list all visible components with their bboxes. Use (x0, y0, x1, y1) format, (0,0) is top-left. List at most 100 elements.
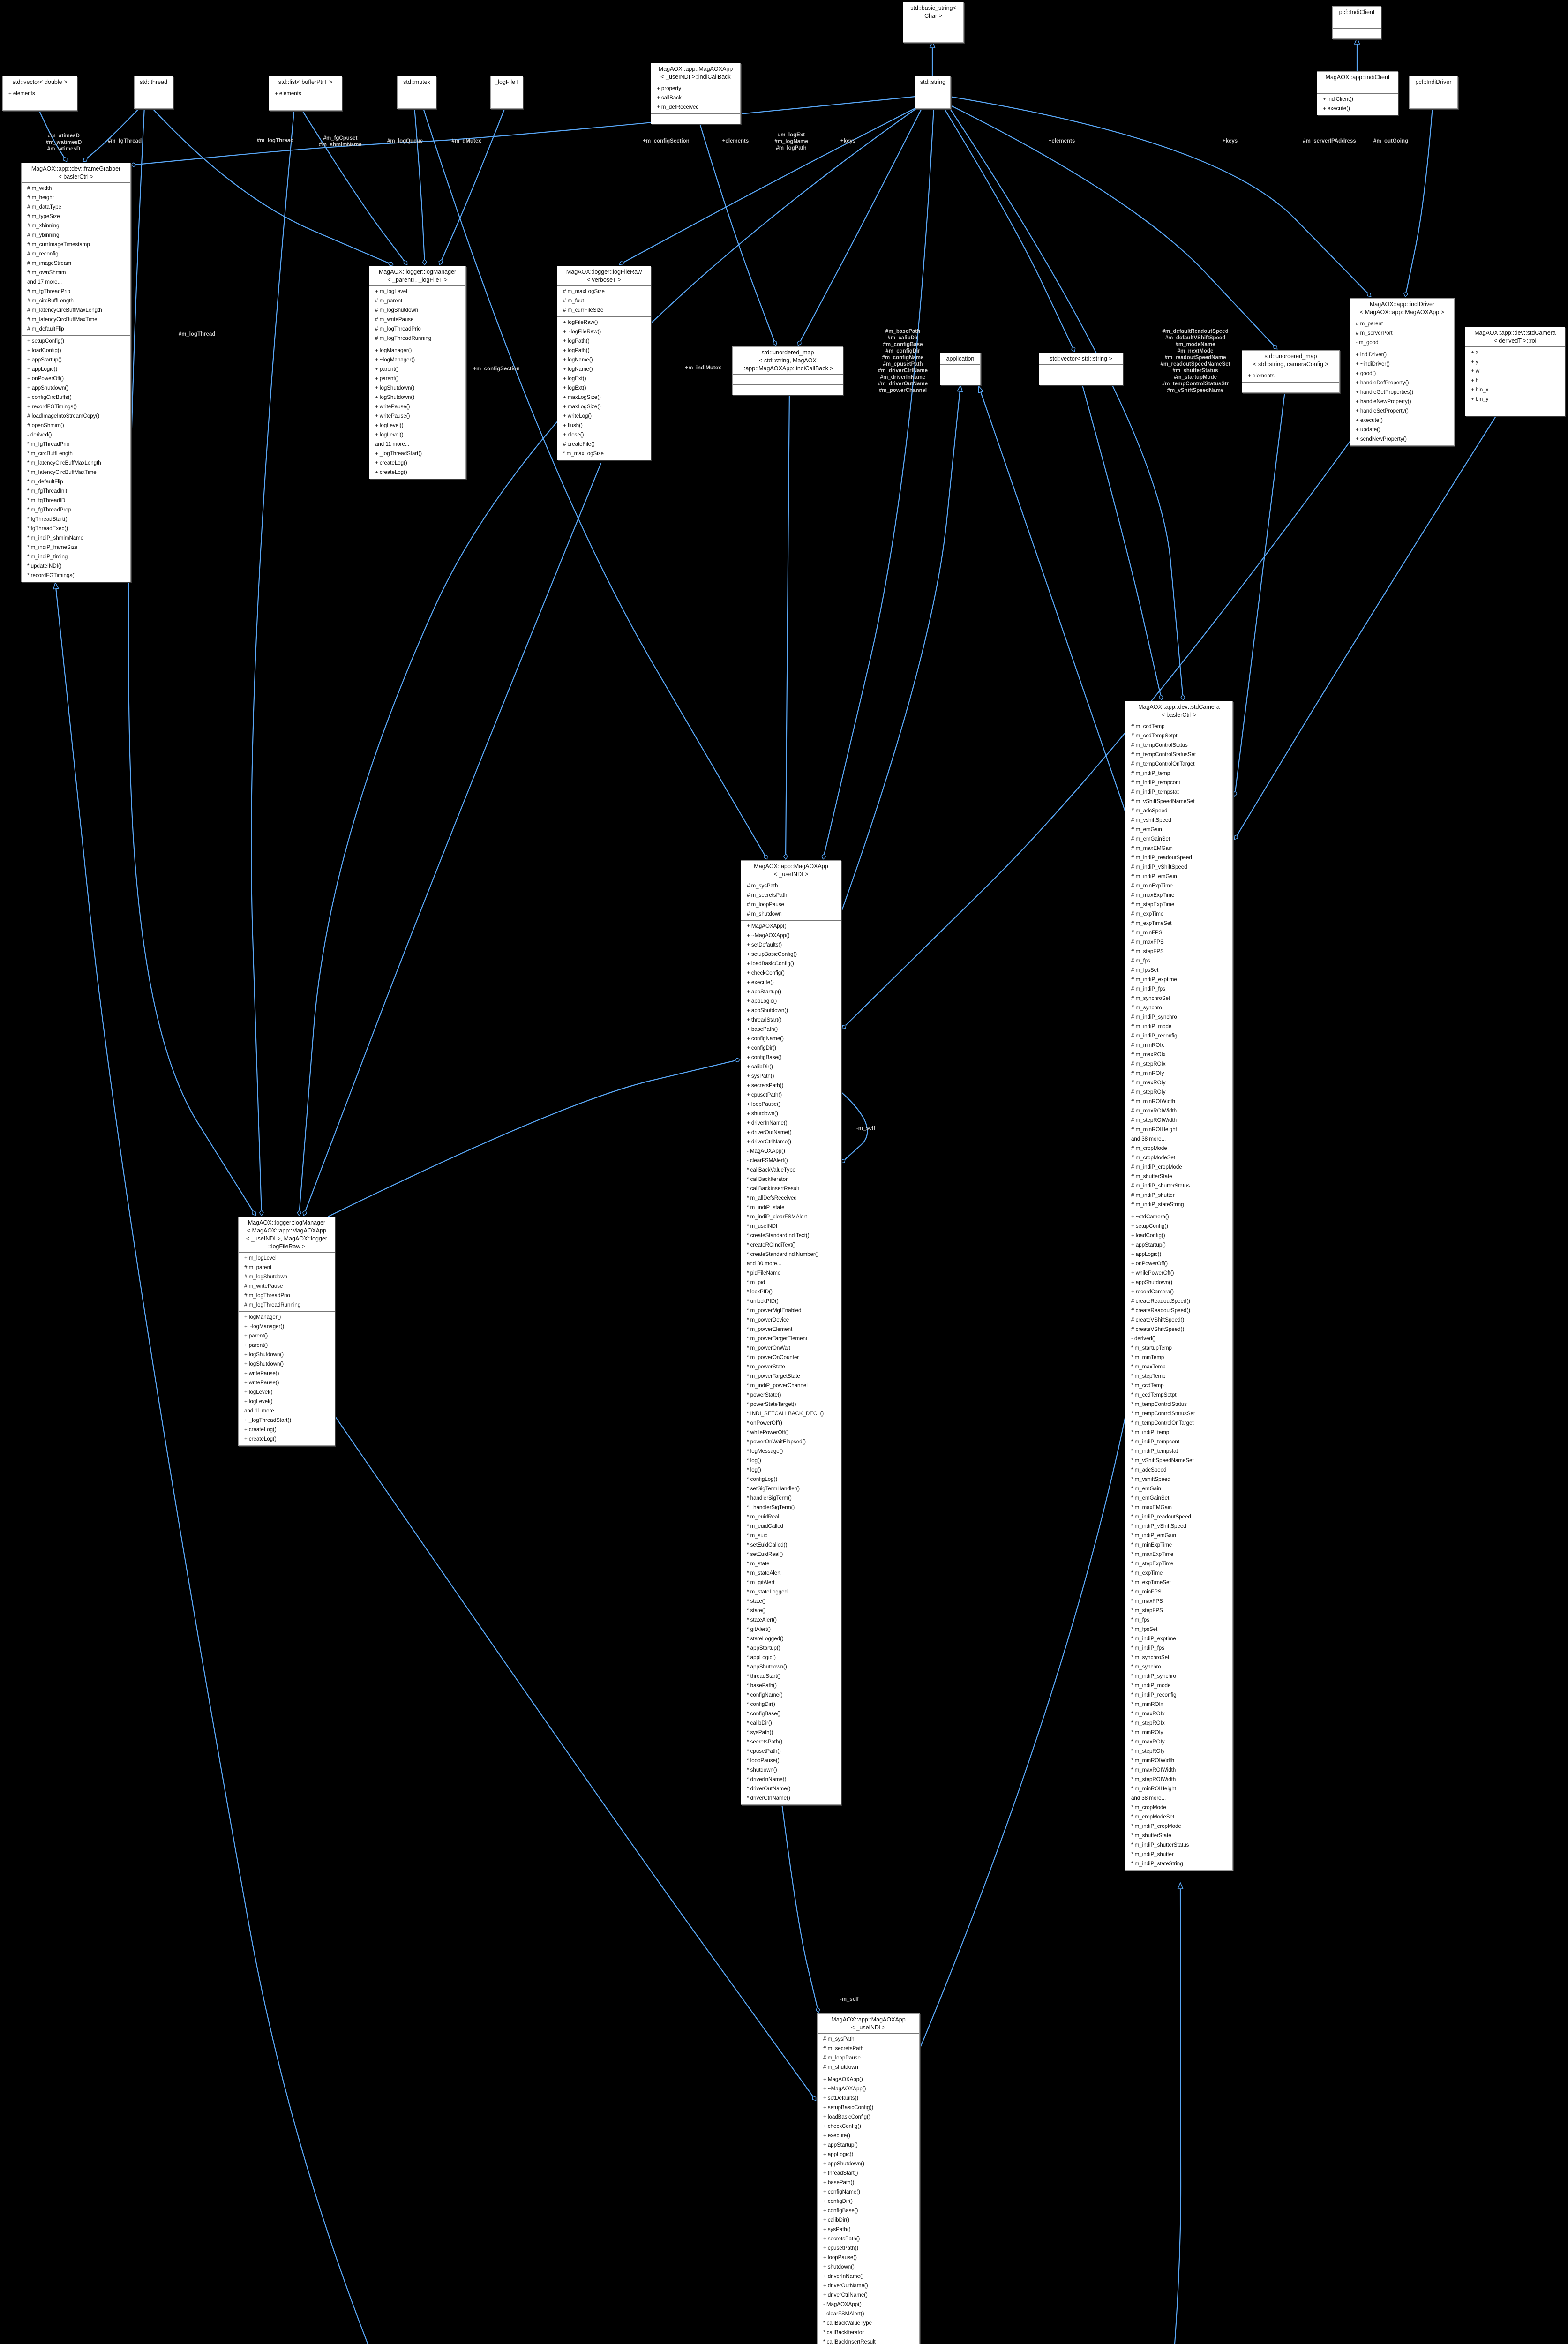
member-row: * INDI_SETCALLBACK_DECL() (747, 1411, 824, 1417)
class-node-vec-string[interactable]: std::vector< std::string > (1039, 353, 1123, 385)
class-title-list-bufferptr: std::list< bufferPtrT > (278, 79, 333, 85)
member-row: * driverOutName() (747, 1786, 791, 1792)
member-row: + callBack (657, 95, 682, 101)
class-node-app-indiclient[interactable]: MagAOX::app::indiClient+ indiClient()+ e… (1317, 71, 1398, 115)
member-row: + writePause() (244, 1380, 279, 1386)
class-node-pcf-indiclient[interactable]: pcf::IndiClient (1332, 6, 1381, 39)
member-row: + shutdown() (823, 2264, 855, 2270)
member-row: + appStartup() (823, 2142, 858, 2148)
class-node-basic-string[interactable]: std::basic_string< Char > (903, 2, 964, 43)
member-row: # m_indiP_tempcont (1131, 780, 1180, 786)
member-row: # m_minROIHeight (1131, 1127, 1177, 1133)
member-row: * m_euidCalled (747, 1524, 783, 1529)
member-row: # m_secretsPath (823, 2046, 864, 2051)
member-row: * calibDir() (747, 1720, 772, 1726)
class-node-std-thread[interactable]: std::thread (134, 76, 173, 109)
class-section-umap-cameraconfig-1 (1242, 382, 1339, 392)
member-row: # m_circBuffLength (27, 298, 74, 304)
edge-label-0: #m_atimesD #m_watimesD #m_wtimesD (45, 133, 82, 152)
member-row: + configCircBuffs() (27, 395, 72, 400)
member-row: * m_indiP_timing (27, 554, 68, 560)
class-node-pcf-indidriver[interactable]: pcf::IndiDriver (1409, 76, 1458, 109)
member-row: + logExt() (563, 376, 586, 382)
member-row: # m_indiP_reconfig (1131, 1033, 1178, 1039)
member-row: + handleSetProperty() (1356, 408, 1409, 414)
class-section-basic-string-0 (903, 22, 963, 32)
class-section-vec-double-1 (3, 100, 77, 110)
member-row: * appShutdown() (747, 1664, 787, 1670)
member-row: * m_indiP_clearFSMAlert (747, 1214, 807, 1220)
aggregation-edge-4 (300, 106, 407, 264)
class-section-vec-double-0: + elements (3, 88, 77, 100)
member-row: * m_indiP_stateString (1131, 1861, 1183, 1867)
member-row: * m_indiP_state (747, 1205, 785, 1210)
edge-label-2: #m_logThread (256, 138, 294, 143)
member-row: # m_minROIWidth (1131, 1099, 1175, 1104)
class-node-logfileraw[interactable]: MagAOX::logger::logFileRaw < verboseT >#… (557, 266, 651, 460)
aggregation-edge-28 (842, 438, 1352, 1029)
member-row: * m_stepROIy (1131, 1749, 1165, 1754)
member-row: * m_stateLogged (747, 1589, 788, 1595)
member-row: + ~logManager() (244, 1324, 285, 1330)
member-row: + setupBasicConfig() (747, 952, 797, 957)
member-row: * m_expTime (1131, 1570, 1163, 1576)
member-row: + logLevel() (375, 432, 404, 438)
class-title-umap-cameraconfig: std::unordered_map < std::string, camera… (1253, 353, 1328, 368)
class-node-logfilet[interactable]: _logFileT (490, 76, 523, 109)
class-node-framegrabber[interactable]: MagAOX::app::dev::frameGrabber < baslerC… (21, 163, 131, 582)
member-row: * m_indiP_readoutSpeed (1131, 1514, 1191, 1520)
member-row: + h (1471, 378, 1479, 383)
aggregation-edge-15 (948, 106, 1183, 699)
class-node-stdcamera[interactable]: MagAOX::app::dev::stdCamera < baslerCtrl… (1125, 701, 1233, 1871)
member-row: * m_maxROIy (1131, 1739, 1165, 1745)
member-row: # createVShiftSpeed() (1131, 1327, 1185, 1332)
class-node-logmanager-inst[interactable]: MagAOX::logger::logManager < MagAOX::app… (238, 1217, 335, 1446)
class-node-stdcamera-roi[interactable]: MagAOX::app::dev::stdCamera < derivedT >… (1465, 327, 1565, 416)
member-row: # m_indiP_exptime (1131, 977, 1177, 983)
member-row: + logFileRaw() (563, 320, 598, 325)
class-section-pcf-indiclient-1 (1333, 28, 1381, 38)
member-row: * m_useINDI (747, 1224, 778, 1229)
member-row: + setupConfig() (1131, 1224, 1168, 1229)
member-row: * m_indiP_shutter (1131, 1852, 1174, 1857)
member-row: # m_synchro (1131, 1005, 1162, 1011)
class-node-umap-cameraconfig[interactable]: std::unordered_map < std::string, camera… (1242, 350, 1340, 393)
member-row: + maxLogSize() (563, 404, 601, 410)
aggregation-edge-2 (150, 106, 393, 265)
member-row: + createLog() (244, 1427, 277, 1433)
member-row: + logManager() (375, 348, 412, 353)
class-node-list-bufferptr[interactable]: std::list< bufferPtrT >+ elements (269, 76, 342, 111)
class-title-vec-string: std::vector< std::string > (1050, 355, 1112, 362)
member-row: + bin_x (1471, 387, 1489, 393)
member-row: * m_tempControlStatusSet (1131, 1411, 1195, 1417)
member-row: + property (657, 86, 682, 91)
class-node-application[interactable]: application (940, 353, 981, 385)
class-section-pcf-indidriver-1 (1410, 98, 1457, 108)
member-row: + configName() (823, 2189, 860, 2195)
member-row: # m_stepROIy (1131, 1089, 1166, 1095)
member-row: # m_emGain (1131, 827, 1162, 833)
class-node-logmanager-generic[interactable]: MagAOX::logger::logManager < _parentT, _… (369, 266, 466, 479)
class-node-indidriver[interactable]: MagAOX::app::indiDriver < MagAOX::app::M… (1350, 298, 1455, 446)
class-node-std-string[interactable]: std::string (915, 76, 951, 109)
member-row: * m_powerElement (747, 1327, 793, 1332)
class-node-vec-double[interactable]: std::vector< double >+ elements (2, 76, 77, 111)
aggregation-edge-29 (328, 1059, 740, 1217)
class-node-umap-indicallback[interactable]: std::unordered_map < std::string, MagAOX… (732, 346, 843, 395)
class-node-indicallback[interactable]: MagAOX::app::MagAOXApp < _useINDI >::ind… (651, 63, 741, 124)
member-row: # m_parent (1356, 321, 1383, 327)
member-row: # m_indiP_vShiftSpeed (1131, 864, 1187, 870)
class-node-magaoxapp-1[interactable]: MagAOX::app::MagAOXApp < _useINDI ># m_s… (741, 860, 841, 1805)
member-row: + setupBasicConfig() (823, 2105, 874, 2111)
class-node-magaoxapp-2[interactable]: MagAOX::app::MagAOXApp < _useINDI ># m_s… (817, 2013, 920, 2344)
member-row: + good() (1356, 371, 1376, 376)
member-row: * m_gitAlert (747, 1580, 775, 1585)
class-node-std-mutex[interactable]: std::mutex (397, 76, 436, 109)
member-row: + appLogic() (27, 367, 58, 372)
member-row: * shutdown() (747, 1767, 777, 1773)
aggregation-edge-14 (823, 106, 935, 859)
member-row: * state() (747, 1608, 766, 1614)
member-row: # m_maxEMGain (1131, 846, 1173, 851)
member-row: # m_minROIx (1131, 1043, 1164, 1048)
member-row: * m_fgThreadPrio (27, 442, 70, 447)
